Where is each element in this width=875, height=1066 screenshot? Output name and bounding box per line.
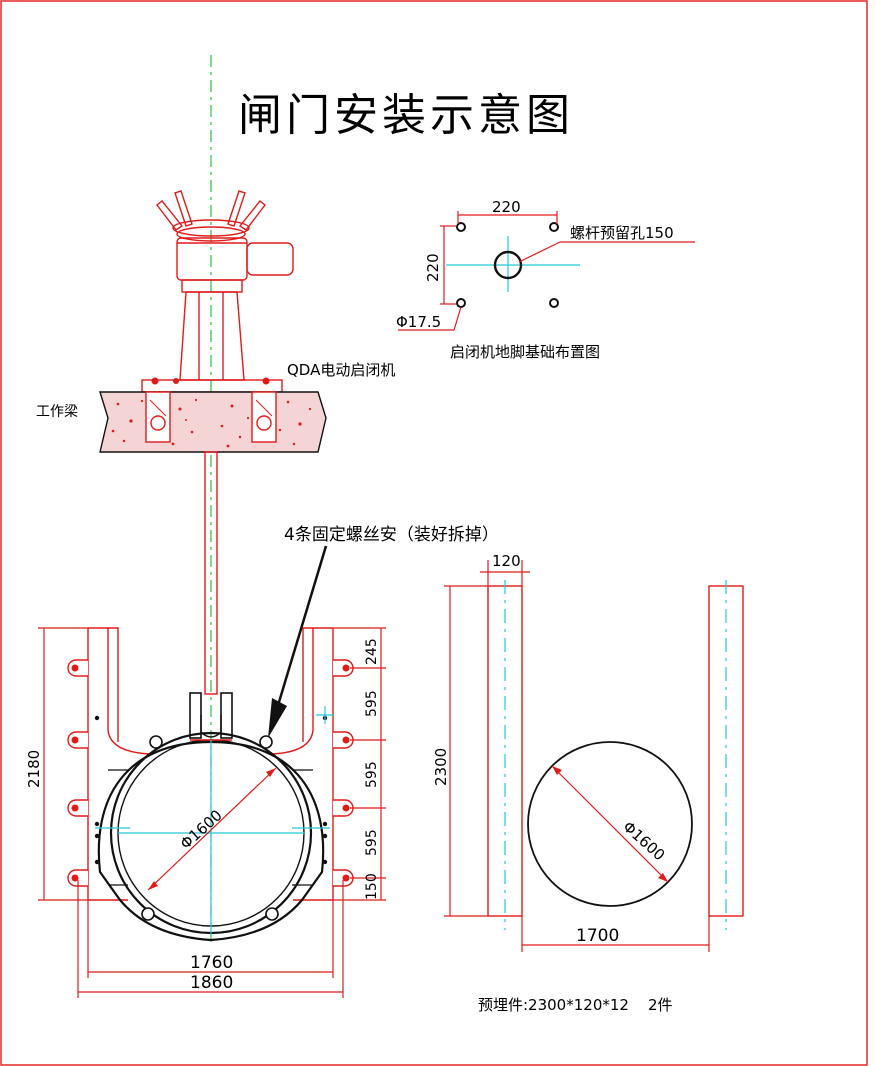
gate-stem <box>204 451 218 695</box>
embedded-width-label: 120 <box>492 552 521 570</box>
segment-label-4: 595 <box>364 829 380 856</box>
segment-label-1: 245 <box>364 638 380 665</box>
embedded-height-label: 2300 <box>432 748 450 786</box>
gate-segment-dimension <box>333 627 386 901</box>
embedded-note: 预埋件:2300*120*12 2件 <box>478 996 673 1014</box>
work-beam <box>99 391 327 453</box>
segment-label-2: 595 <box>364 690 380 717</box>
anchor-bolt-label: Φ17.5 <box>396 313 441 331</box>
gate-diameter-label: Φ1600 <box>177 806 226 853</box>
gate-height-label: 2180 <box>25 750 43 788</box>
width-inner-label: 1760 <box>190 953 233 973</box>
gate-width-dimensions <box>77 880 344 998</box>
segment-label-5: 150 <box>364 873 380 900</box>
callout-leader <box>274 545 328 713</box>
hoist-label: QDA电动启闭机 <box>287 361 395 379</box>
width-outer-label: 1860 <box>190 973 233 993</box>
anchor-dim-vertical: 220 <box>424 253 442 282</box>
embedded-parts <box>444 560 744 952</box>
gate-height-dimension <box>38 627 88 901</box>
anchor-hole-label: 螺杆预留孔150 <box>570 224 674 242</box>
hoist-assembly <box>141 190 294 393</box>
anchor-layout-plan <box>398 211 695 331</box>
embedded-spacing-label: 1700 <box>576 926 619 946</box>
beam-label: 工作梁 <box>36 404 78 420</box>
anchor-dim-horizontal: 220 <box>492 198 521 216</box>
anchor-caption: 启闭机地脚基础布置图 <box>450 343 600 361</box>
bolt-callout: 4条固定螺丝安（装好拆掉） <box>284 525 499 545</box>
segment-label-3: 595 <box>364 761 380 788</box>
callout-arrowhead <box>268 698 287 738</box>
drawing-title: 闸门安装示意图 <box>238 90 574 141</box>
